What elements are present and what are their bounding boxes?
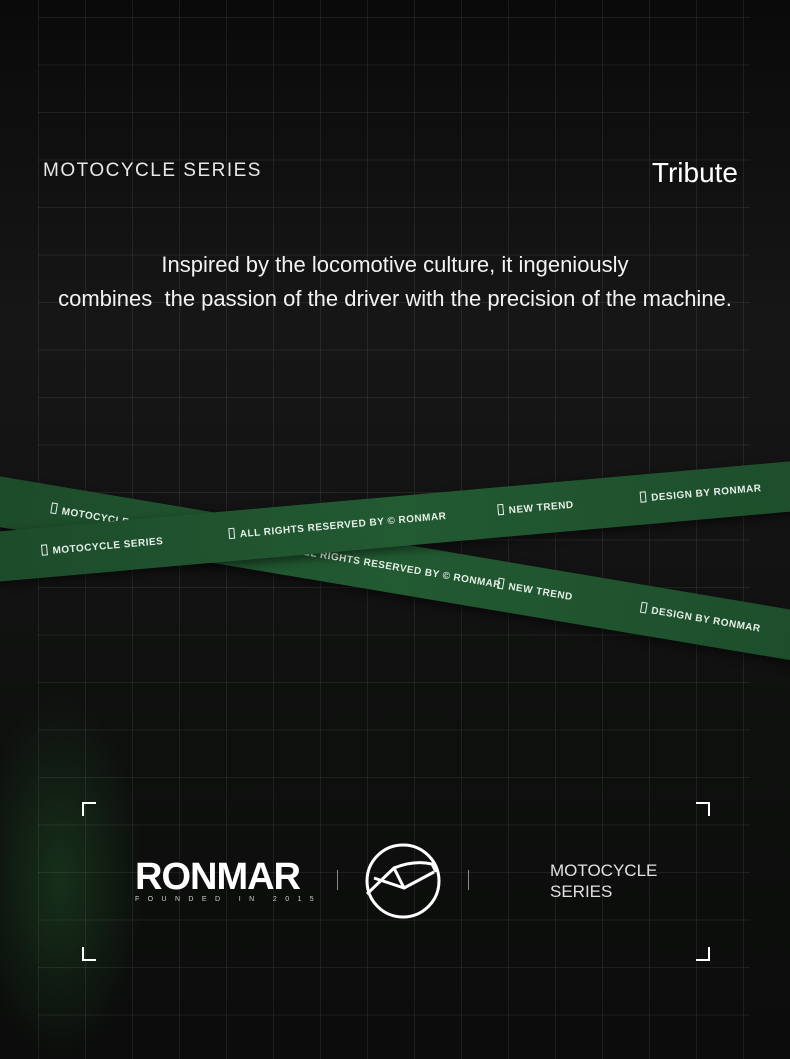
tribute-label: Tribute [651, 157, 738, 188]
emblem-icon [365, 843, 441, 919]
ribbon-text: DESIGN BY RONMAR [640, 602, 762, 635]
ronmar-logo: RONMAR FOUNDED IN 2015 [135, 856, 323, 903]
ribbon-text: NEW TREND [497, 578, 574, 603]
ribbon-text: DESIGN BY RONMAR [640, 481, 762, 505]
series-label: MOTOCYCLE SERIES [43, 160, 262, 181]
ribbon-text: ALL RIGHTS RESERVED BY © RONMAR [228, 509, 447, 541]
divider [337, 870, 338, 890]
corner-bracket [82, 802, 96, 816]
divider [468, 870, 469, 890]
tagline-line-1: Inspired by the locomotive culture, it i… [161, 252, 629, 277]
footer-series-line-2: SERIES [550, 882, 613, 901]
tagline-line-2: combines the passion of the driver with … [58, 286, 732, 311]
ribbon-text: NEW TREND [497, 498, 574, 518]
corner-bracket [82, 947, 96, 961]
corner-bracket [696, 802, 710, 816]
brand-founded: FOUNDED IN 2015 [135, 896, 323, 903]
ribbon-text: MOTOCYCLE SERIES [41, 534, 164, 558]
corner-bracket [696, 947, 710, 961]
tagline: Inspired by the locomotive culture, it i… [0, 248, 790, 316]
brand-name: RONMAR [135, 856, 301, 898]
footer-series-line-1: MOTOCYCLE [550, 861, 658, 880]
footer-series: MOTOCYCLE SERIES [550, 860, 657, 902]
